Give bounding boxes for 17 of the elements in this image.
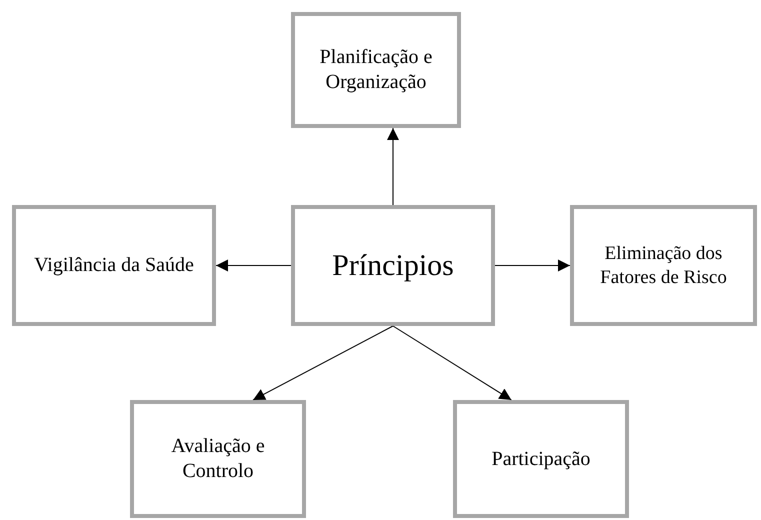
box-label: Planificação e Organização [318,45,434,95]
box-label: Vigilância da Saúde [34,253,194,278]
box-label: Príncipios [332,248,454,284]
concept-box [291,12,461,128]
concept-box [453,400,629,518]
concept-box [291,205,495,326]
concept-box [12,205,216,326]
box-label: Participação [492,446,590,472]
concept-box [570,205,757,326]
arrow [387,128,399,206]
concept-box [130,400,306,518]
arrow [216,260,292,272]
box-label: Avaliação e Controlo [170,434,266,484]
arrow [494,260,570,272]
arrow [252,326,394,400]
box-label: Eliminação dos Fatores de Risco [599,242,728,290]
arrow [392,326,512,400]
